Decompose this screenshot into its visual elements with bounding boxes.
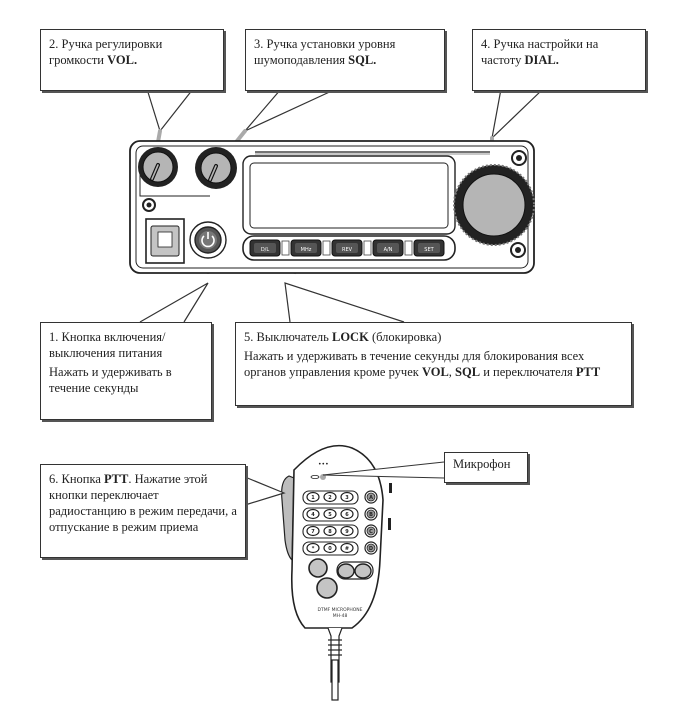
callout-text: Ручка установки уровня шумоподавления bbox=[254, 37, 396, 67]
keypad-key: A bbox=[364, 490, 378, 504]
keypad-key-label: 2 bbox=[328, 495, 332, 501]
keypad-key-label: 6 bbox=[345, 512, 349, 518]
front-button-strip: D/L MHz REV A/N SET bbox=[242, 235, 456, 261]
callout-number: 3. bbox=[254, 37, 264, 51]
callout-title: 1. Кнопка включения/выключения питания bbox=[49, 330, 166, 360]
front-button-label: MHz bbox=[301, 247, 312, 253]
callout-vol-knob: 2. Ручка регулировки громкости VOL. bbox=[40, 29, 224, 91]
keypad-row bbox=[302, 490, 359, 505]
sql-knob bbox=[195, 147, 237, 189]
front-button-label: A/N bbox=[384, 247, 393, 253]
callout-text: (блокировка) bbox=[371, 330, 442, 344]
keypad-key-label: 4 bbox=[311, 512, 315, 518]
mic-jack bbox=[145, 218, 185, 264]
callout-number: 4. bbox=[481, 37, 491, 51]
keypad-key: D bbox=[364, 541, 378, 555]
screw-left bbox=[142, 198, 156, 212]
keypad-key: 5 bbox=[323, 508, 337, 520]
keypad-key: 4 bbox=[306, 508, 320, 520]
power-button-art bbox=[189, 221, 227, 259]
front-button: REV bbox=[331, 239, 372, 257]
front-button-label: REV bbox=[342, 247, 353, 253]
keypad-key-label: 0 bbox=[328, 546, 332, 552]
keypad-key: 8 bbox=[323, 525, 337, 537]
callout-keyword: VOL. bbox=[107, 53, 138, 67]
keypad-key: * bbox=[306, 542, 320, 554]
callout-text: 6. Кнопка bbox=[49, 472, 101, 486]
front-button: SET bbox=[413, 239, 445, 257]
keypad-row bbox=[302, 524, 359, 539]
keypad-key: 6 bbox=[340, 508, 354, 520]
callout-microphone: Микрофон bbox=[444, 452, 528, 483]
keypad-key: 0 bbox=[323, 542, 337, 554]
front-button-label: D/L bbox=[261, 247, 270, 253]
callout-description: . Нажатие этой кнопки переключает радиос… bbox=[49, 472, 237, 534]
callout-keyword: PTT bbox=[575, 365, 601, 379]
keypad-key-label: A bbox=[369, 495, 373, 501]
front-button: D/L bbox=[249, 239, 290, 257]
keypad-key-label: 9 bbox=[345, 529, 349, 535]
keypad-key: 9 bbox=[340, 525, 354, 537]
svg-text:•••: ••• bbox=[318, 461, 329, 468]
keypad-key: 7 bbox=[306, 525, 320, 537]
keypad-key-label: 7 bbox=[311, 529, 315, 535]
callout-tail-mic bbox=[322, 461, 445, 479]
callout-sql-knob: 3. Ручка установки уровня шумоподавления… bbox=[245, 29, 445, 91]
callout-tail-lock bbox=[284, 282, 405, 323]
callout-keyword: PTT bbox=[104, 472, 129, 486]
callout-number: 2. bbox=[49, 37, 59, 51]
keypad-key-label: * bbox=[312, 546, 315, 552]
separator: , bbox=[448, 365, 452, 379]
keypad-key-label: C bbox=[369, 529, 373, 535]
keypad-key-label: 5 bbox=[328, 512, 332, 518]
callout-tail-power bbox=[139, 282, 209, 323]
front-button: A/N bbox=[372, 239, 413, 257]
microphone-art: ••• 1 2 3 A 4 5 6 B 7 8 9 C * 0 # D DTMF MICROPHONE MH-… bbox=[281, 444, 392, 701]
keypad-key-label: D bbox=[369, 546, 373, 552]
keypad-row bbox=[302, 541, 359, 556]
keypad-key: 2 bbox=[323, 491, 337, 503]
callout-tail-dial bbox=[491, 88, 544, 140]
callout-tail-vol bbox=[146, 88, 194, 133]
callout-dial-knob: 4. Ручка настройки на частоту DIAL. bbox=[472, 29, 646, 91]
callout-lock-switch: 5. Выключатель LOCK (блокировка) Нажать … bbox=[235, 322, 632, 406]
vol-knob bbox=[138, 147, 178, 187]
dial-knob bbox=[453, 164, 535, 246]
keypad-row bbox=[302, 507, 359, 522]
mic-model-text: DTMF MICROPHONE bbox=[318, 607, 363, 613]
callout-description: Нажать и удерживать в течение секунды дл… bbox=[244, 349, 585, 379]
callout-ptt-button: 6. Кнопка PTT. Нажатие этой кнопки перек… bbox=[40, 464, 246, 558]
keypad-key: B bbox=[364, 507, 378, 521]
callout-keyword: SQL bbox=[455, 365, 481, 379]
callout-text: Ручка регулировки громкости bbox=[49, 37, 163, 67]
keypad-key: 1 bbox=[306, 491, 320, 503]
keypad-key-label: 1 bbox=[311, 495, 315, 501]
callout-tail-ptt bbox=[244, 476, 286, 506]
keypad-key: C bbox=[364, 524, 378, 538]
callout-keyword: LOCK bbox=[332, 330, 369, 344]
callout-keyword: SQL. bbox=[348, 53, 377, 67]
callout-description: Нажать и удерживать в течение секунды bbox=[49, 365, 172, 395]
callout-description: и переключателя bbox=[483, 365, 573, 379]
front-button-label: SET bbox=[424, 247, 434, 253]
callout-keyword: DIAL. bbox=[524, 53, 559, 67]
callout-tail-sql bbox=[244, 88, 337, 132]
callout-keyword: VOL bbox=[421, 365, 449, 379]
callout-power-button: 1. Кнопка включения/выключения питания Н… bbox=[40, 322, 212, 420]
front-button: MHz bbox=[290, 239, 331, 257]
keypad-key: 3 bbox=[340, 491, 354, 503]
screw-bottom-right bbox=[510, 242, 526, 258]
keypad-key-label: # bbox=[345, 546, 349, 552]
microphone-label: Микрофон bbox=[453, 457, 511, 471]
keypad-key-label: 3 bbox=[345, 495, 349, 501]
keypad-key-label: B bbox=[369, 512, 373, 518]
mic-code-text: MH-48 bbox=[333, 613, 348, 619]
callout-text: Ручка настройки на частоту bbox=[481, 37, 599, 67]
keypad-key: # bbox=[340, 542, 354, 554]
callout-text: 5. Выключатель bbox=[244, 330, 329, 344]
keypad-key-label: 8 bbox=[328, 529, 332, 535]
screw-top-right bbox=[511, 150, 527, 166]
